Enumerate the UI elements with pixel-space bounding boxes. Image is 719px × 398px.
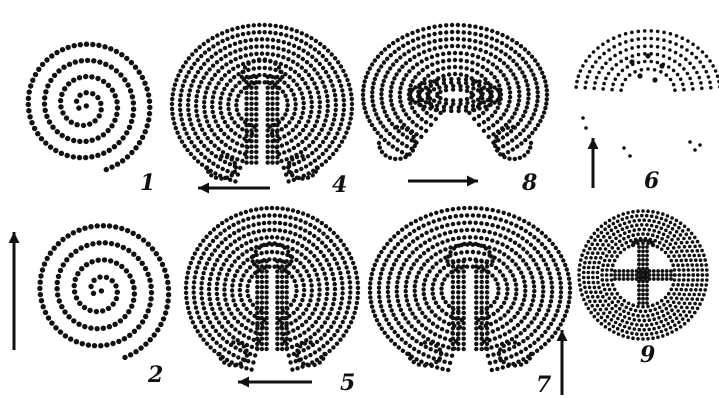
panel-label-9: 9 xyxy=(640,342,655,368)
arrow-left-vertical xyxy=(9,232,20,350)
arrow-under-4 xyxy=(198,183,270,194)
panel-label-6: 6 xyxy=(644,168,659,194)
panel-label-2: 2 xyxy=(147,362,163,388)
spiral-2 xyxy=(37,223,171,360)
dot-patterns xyxy=(26,23,719,372)
cross-in-circle-9 xyxy=(577,209,709,341)
panel-label-7: 7 xyxy=(536,372,552,398)
partial-arcs-6 xyxy=(574,29,719,158)
arrow-beside-6 xyxy=(588,138,599,188)
panel-label-4: 4 xyxy=(332,172,347,198)
arrow-under-5 xyxy=(238,377,312,388)
arrow-beside-7 xyxy=(557,330,568,395)
panel-label-8: 8 xyxy=(521,170,537,196)
spiral-1 xyxy=(26,42,153,173)
labyrinth-4 xyxy=(170,23,354,184)
panel-label-1: 1 xyxy=(140,170,155,196)
panel-label-5: 5 xyxy=(340,370,355,396)
labyrinth-5 xyxy=(184,206,360,372)
labyrinth-7 xyxy=(368,206,572,372)
arrow-under-8 xyxy=(408,176,478,187)
labyrinth-8 xyxy=(361,23,549,161)
